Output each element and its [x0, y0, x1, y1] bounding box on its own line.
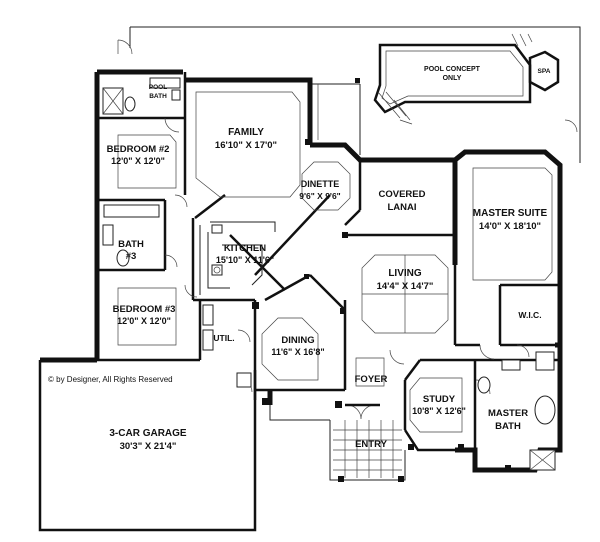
master-suite-dimensions: 14'0" X 18'10" — [479, 221, 541, 232]
bath3-label-line2: #3 — [126, 251, 137, 262]
ceiling-details — [117, 91, 553, 433]
util-label: UTIL. — [213, 333, 234, 343]
room-labels: POOL BATH FAMILY 16'10" X 17'0" BEDROOM … — [107, 84, 548, 452]
garage-dimensions: 30'3" X 21'4" — [120, 441, 177, 452]
pool-label-line1: POOL CONCEPT — [424, 66, 481, 73]
pool-bath-label-line1: POOL — [149, 84, 167, 91]
dinette-dimensions: 9'6" X 9'6" — [299, 191, 340, 201]
entry-porch — [269, 403, 406, 481]
bedroom2-dimensions: 12'0" X 12'0" — [111, 156, 165, 166]
pool: POOL CONCEPT ONLY — [373, 43, 532, 125]
dinette-label: DINETTE — [301, 179, 340, 189]
study-dimensions: 10'8" X 12'6" — [412, 406, 466, 416]
bath-fixtures — [102, 77, 556, 471]
bedroom3-label: BEDROOM #3 — [113, 304, 176, 315]
covered-lanai-label-line2: LANAI — [387, 202, 416, 213]
pool-label-line2: ONLY — [443, 75, 462, 82]
foyer-label: FOYER — [355, 374, 388, 385]
copyright-notice: © by Designer, All Rights Reserved — [48, 375, 173, 384]
diagonal-walls — [194, 194, 346, 311]
kitchen-dimensions: 15'10" X 11'6" — [216, 255, 274, 265]
spa: SPA — [511, 33, 560, 92]
wic-label: W.I.C. — [518, 310, 541, 320]
garage-label: 3-CAR GARAGE — [109, 428, 187, 439]
doors — [117, 39, 578, 395]
covered-lanai-label-line1: COVERED — [379, 189, 426, 200]
pool-deck-outline — [129, 26, 581, 163]
dining-label: DINING — [281, 335, 314, 346]
entry-label: ENTRY — [355, 439, 388, 450]
interior-walls — [97, 72, 560, 452]
entry-paving — [333, 420, 402, 478]
family-dimensions: 16'10" X 17'0" — [215, 140, 277, 151]
master-bath-label-line1: MASTER — [488, 408, 528, 419]
living-dimensions: 14'4" X 14'7" — [377, 281, 434, 292]
family-label: FAMILY — [228, 127, 264, 138]
pool-steps — [377, 91, 413, 125]
bath3-label-line1: BATH — [118, 239, 144, 250]
master-bath-label-line2: BATH — [495, 421, 521, 432]
bedroom3-dimensions: 12'0" X 12'0" — [117, 316, 171, 326]
utility-appliances — [202, 304, 252, 388]
kitchen-counters — [199, 221, 276, 295]
master-suite-label: MASTER SUITE — [473, 208, 548, 219]
bedroom2-label: BEDROOM #2 — [107, 144, 170, 155]
columns — [252, 78, 511, 482]
living-label: LIVING — [388, 268, 422, 279]
dining-dimensions: 11'6" X 16'8" — [271, 347, 324, 357]
pool-bath-label-line2: BATH — [149, 93, 167, 100]
spa-label: SPA — [538, 68, 551, 75]
kitchen-label: KITCHEN — [224, 243, 266, 254]
study-label: STUDY — [423, 394, 456, 405]
